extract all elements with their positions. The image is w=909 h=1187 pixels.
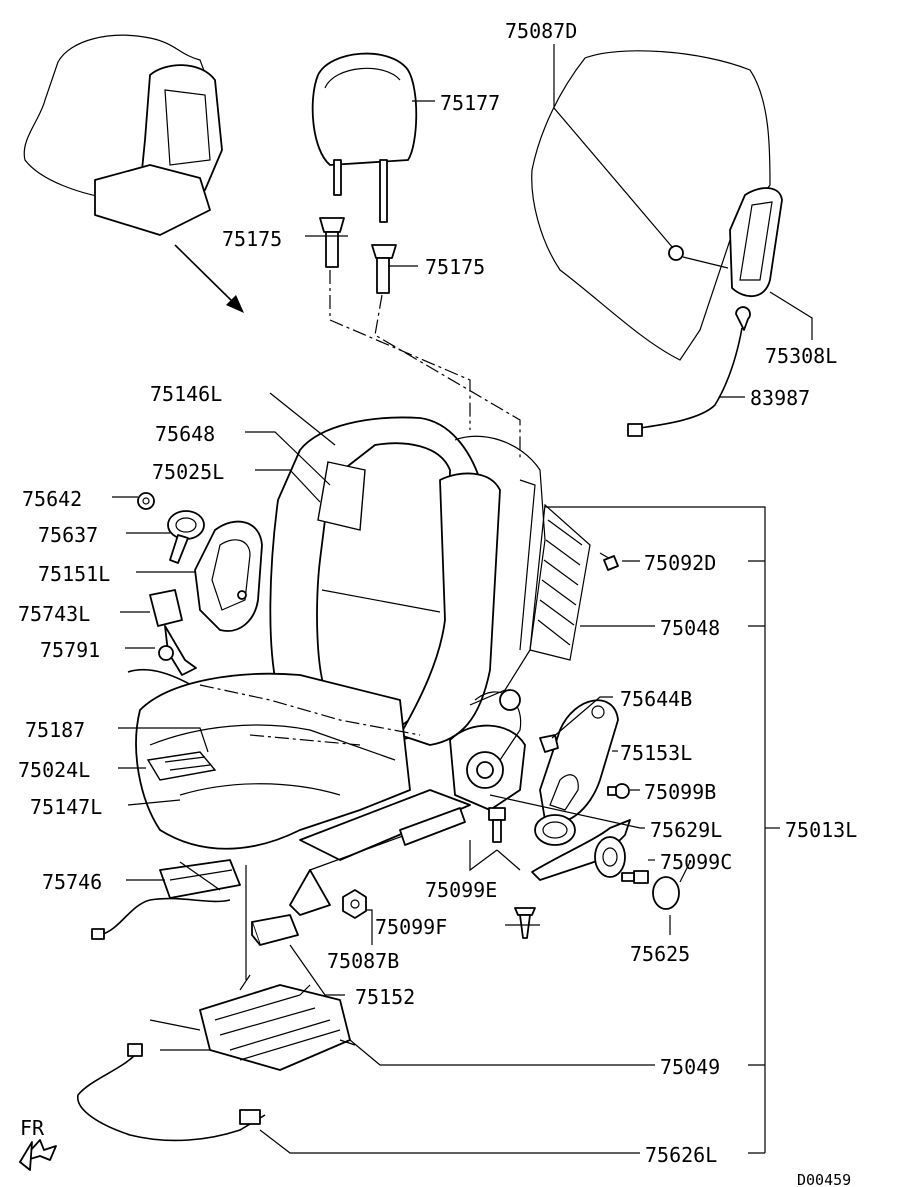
bolt-75099C bbox=[621, 870, 649, 884]
part-label-75092D: 75092D bbox=[644, 551, 716, 575]
part-label-75087B: 75087B bbox=[327, 949, 399, 973]
part-label-75151L: 75151L bbox=[38, 562, 110, 586]
part-label-75637: 75637 bbox=[38, 523, 98, 547]
part-label-75629L: 75629L bbox=[650, 818, 722, 842]
part-label-75099C: 75099C bbox=[660, 850, 732, 874]
part-label-83987: 83987 bbox=[750, 386, 810, 410]
screw-75099F bbox=[514, 907, 536, 939]
part-label-75642: 75642 bbox=[22, 487, 82, 511]
part-label-75048: 75048 bbox=[660, 616, 720, 640]
part-label-75099E: 75099E bbox=[425, 878, 497, 902]
bolt-75099B bbox=[607, 783, 630, 799]
seatback-ghost bbox=[531, 50, 771, 361]
seat-harness bbox=[77, 1043, 266, 1142]
part-label-75187: 75187 bbox=[25, 718, 85, 742]
part-label-75626L: 75626L bbox=[645, 1143, 717, 1167]
part-label-75743L: 75743L bbox=[18, 602, 90, 626]
outer-side-shield bbox=[539, 699, 619, 824]
headrest-guide-left bbox=[319, 217, 345, 268]
part-label-75153L: 75153L bbox=[620, 741, 692, 765]
leader-lines bbox=[112, 44, 813, 1154]
part-label-75013L: 75013L bbox=[785, 818, 857, 842]
lever-cap bbox=[652, 876, 680, 910]
headrest-guide-right bbox=[371, 244, 397, 294]
lumbar-knob bbox=[167, 510, 205, 564]
vehicle-overview-sketch bbox=[23, 34, 244, 313]
recliner-lever-ring bbox=[534, 814, 576, 846]
part-label-75024L: 75024L bbox=[18, 758, 90, 782]
part-label-75175-right: 75175 bbox=[425, 255, 485, 279]
part-label-75625: 75625 bbox=[630, 942, 690, 966]
seatback-cushion bbox=[269, 416, 501, 746]
side-shield-inner bbox=[194, 520, 263, 632]
side-shield-clip bbox=[539, 734, 559, 753]
lumbar-knob-cap bbox=[137, 492, 155, 510]
part-labels: 75087D 75177 75175 75175 75308L 83987 75… bbox=[18, 19, 857, 1187]
airbag-harness bbox=[627, 306, 751, 437]
part-label-75177: 75177 bbox=[440, 91, 500, 115]
recliner-mechanism bbox=[449, 689, 526, 811]
seatback-frame-panel bbox=[454, 435, 546, 706]
part-label-75175-left: 75175 bbox=[222, 227, 282, 251]
front-direction-arrow: FR bbox=[19, 1116, 57, 1171]
part-label-75308L: 75308L bbox=[765, 344, 837, 368]
part-label-75099B: 75099B bbox=[644, 780, 716, 804]
bolt-75092D bbox=[603, 555, 619, 571]
part-label-75152: 75152 bbox=[355, 985, 415, 1009]
seat-cushion bbox=[135, 672, 411, 850]
headrest bbox=[311, 52, 418, 223]
diagram-code: D00459 bbox=[797, 1171, 851, 1187]
part-label-75087D: 75087D bbox=[505, 19, 577, 43]
side-airbag-module bbox=[668, 187, 783, 297]
part-label-75791: 75791 bbox=[40, 638, 100, 662]
seatback-spring-mat bbox=[529, 503, 613, 661]
part-label-75025L: 75025L bbox=[152, 460, 224, 484]
part-label-75146L: 75146L bbox=[150, 382, 222, 406]
part-label-75099F: 75099F bbox=[375, 915, 447, 939]
part-label-75746: 75746 bbox=[42, 870, 102, 894]
occupant-sensor-module bbox=[91, 859, 241, 940]
part-label-75644B: 75644B bbox=[620, 687, 692, 711]
seat-rail-assembly bbox=[289, 789, 471, 916]
part-label-75147L: 75147L bbox=[30, 795, 102, 819]
part-label-75648: 75648 bbox=[155, 422, 215, 446]
front-direction-label: FR bbox=[20, 1116, 45, 1140]
part-label-75049: 75049 bbox=[660, 1055, 720, 1079]
recliner-lever bbox=[531, 819, 631, 881]
nut-75087B bbox=[342, 889, 367, 919]
bolt-75099E bbox=[488, 807, 506, 843]
cushion-spring-mat bbox=[149, 974, 356, 1071]
cushion-block bbox=[251, 914, 299, 946]
